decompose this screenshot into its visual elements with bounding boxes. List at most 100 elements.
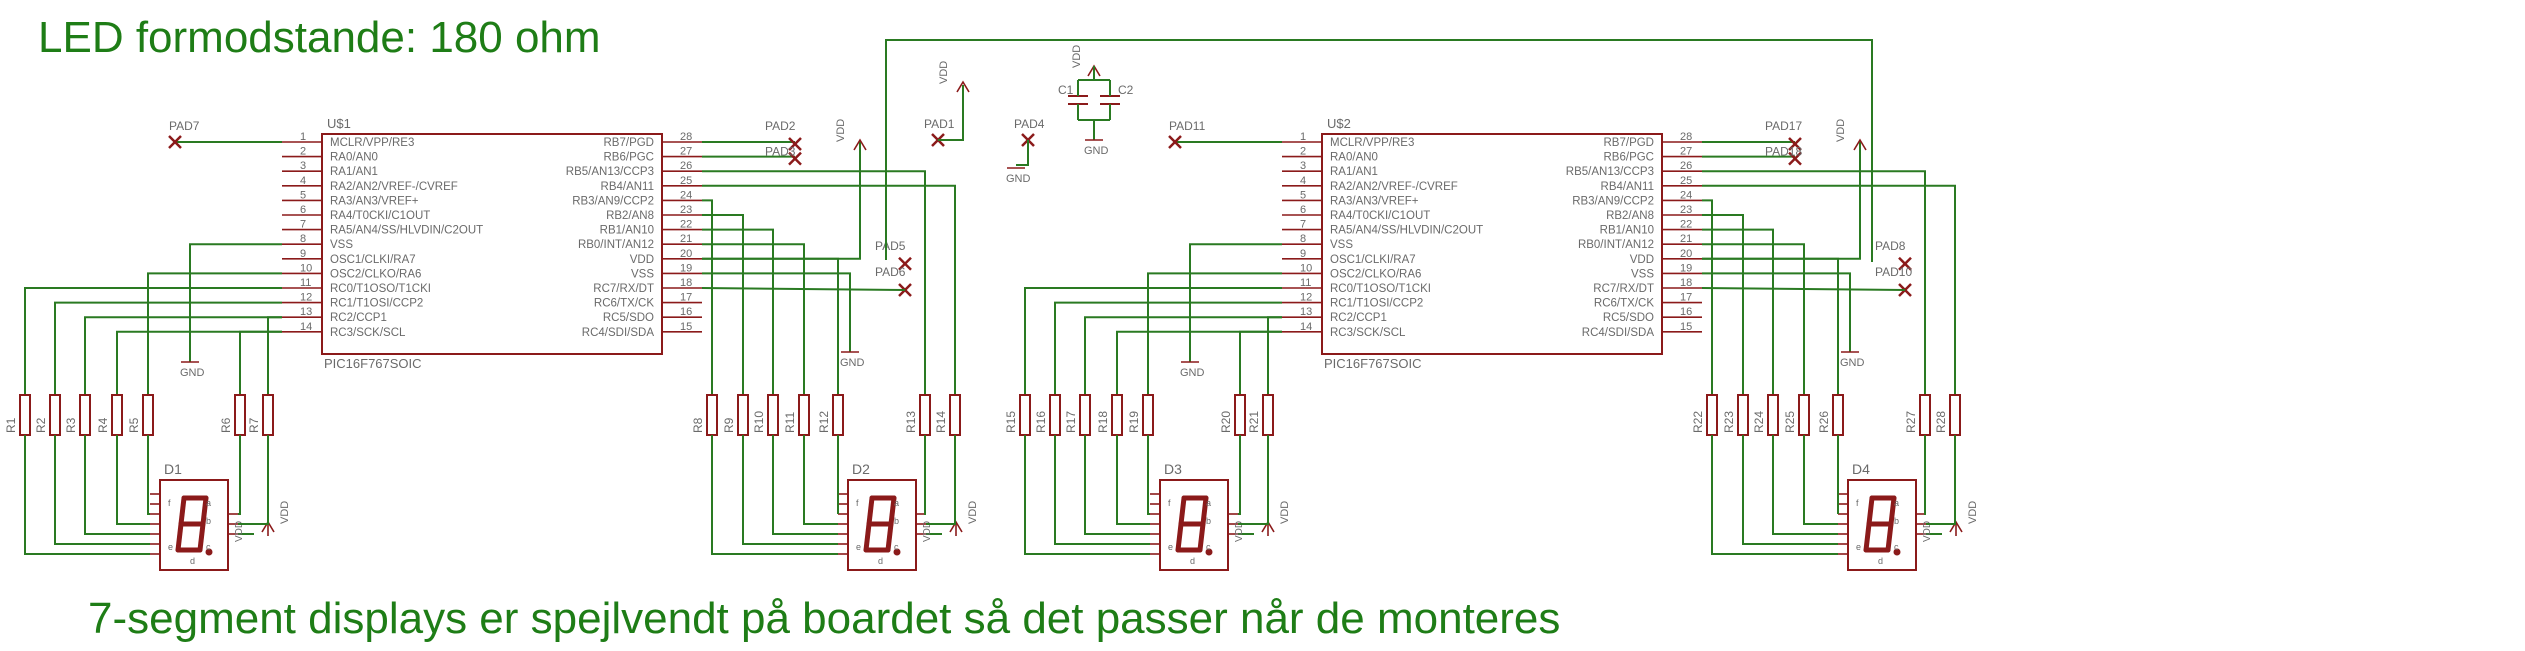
pad-vdd-b: PAD10 (1875, 265, 1912, 279)
pad-vdd-a: PAD8 (1875, 239, 1906, 253)
resistor-body (1111, 394, 1123, 436)
mcu-pin-number: 12 (1300, 292, 1312, 304)
wire (702, 199, 713, 395)
wire (803, 435, 838, 525)
wire (1016, 140, 1029, 166)
display-label: D3 (1164, 461, 1182, 477)
pad-rb7: PAD2 (765, 119, 796, 133)
wire (1267, 316, 1282, 395)
pad-rb6: PAD3 (765, 145, 796, 159)
wire (1238, 435, 1241, 515)
display-body (1159, 479, 1229, 571)
mcu-pin-name: RC6/TX/CK (594, 298, 654, 310)
mcu-pin-name: VDD (1630, 254, 1654, 266)
wire (1702, 184, 1956, 395)
mcu-pin-number: 25 (1680, 175, 1692, 187)
resistor-body (262, 394, 274, 436)
mcu-pin-number: 28 (1680, 131, 1692, 143)
mcu-pin-number: 4 (1300, 175, 1306, 187)
pin-name: a (1206, 498, 1211, 508)
pin-name: f (1168, 498, 1171, 508)
segment-dp (1205, 548, 1213, 556)
mcu-pin-name: RA2/AN2/VREF-/CVREF (330, 181, 458, 193)
wire (1702, 272, 1851, 352)
vdd-label: VDD (1922, 521, 1933, 542)
mcu-pin-name: RC0/T1OSO/T1CKI (330, 283, 431, 295)
pad-rb6: PAD18 (1765, 145, 1802, 159)
resistor-label: R12 (817, 411, 831, 433)
wire (924, 435, 926, 515)
resistor-body (19, 394, 31, 436)
mcu-pin-number: 26 (680, 160, 692, 172)
resistor-label: R6 (219, 417, 233, 433)
mcu-pin-name: RB7/PGD (604, 137, 655, 149)
mcu-pin-name: RB2/AN8 (606, 210, 654, 222)
mcu-pin-name: RB1/AN10 (600, 225, 654, 237)
wire (1238, 435, 1269, 525)
mcu-pin-name: RB1/AN10 (1600, 225, 1654, 237)
pin-name: a (1894, 498, 1899, 508)
pin-name: b (206, 516, 211, 526)
segment-e (863, 521, 872, 553)
mcu-pin-number: 13 (1300, 306, 1312, 318)
mcu-pin-number: 17 (1680, 292, 1692, 304)
resistor-label: R16 (1034, 411, 1048, 433)
mcu-pin-number: 17 (680, 292, 692, 304)
mcu-pin-number: 11 (300, 277, 311, 289)
mcu-pin-number: 9 (300, 248, 306, 260)
mcu-pin-name: RA2/AN2/VREF-/CVREF (1330, 181, 1458, 193)
segment-dp (205, 548, 213, 556)
resistor-body (706, 394, 718, 436)
mcu-pin-name: OSC2/CLKO/RA6 (330, 268, 421, 280)
resistor-body (1832, 394, 1844, 436)
vdd-label: VDD (967, 501, 979, 524)
segment-dp (893, 548, 901, 556)
mcu-pin-number: 25 (680, 175, 692, 187)
resistor-body (1262, 394, 1274, 436)
gnd-label: GND (1084, 145, 1109, 157)
mcu-pin-number: 14 (1300, 321, 1312, 333)
vdd-label: VDD (1279, 501, 1291, 524)
mcu-pin-number: 22 (680, 219, 692, 231)
mcu-pin-number: 18 (680, 277, 692, 289)
segment-f (1866, 495, 1875, 527)
mcu-pin-number: 5 (1300, 189, 1306, 201)
resistor-label: R24 (1752, 411, 1766, 433)
mcu-pin-number: 8 (300, 233, 306, 245)
wire (926, 435, 956, 525)
vdd-label: VDD (279, 501, 291, 524)
segment-f (1178, 495, 1187, 527)
vdd-label: VDD (1071, 45, 1083, 68)
wire (1024, 287, 1282, 395)
wire (702, 243, 805, 395)
mcu-pin-number: 15 (1680, 321, 1692, 333)
wire (1116, 330, 1282, 395)
resistor-label: R28 (1934, 411, 1948, 433)
mcu-pin-name: RB5/AN13/CCP3 (1566, 166, 1654, 178)
pin-name: e (1856, 542, 1861, 552)
wire (54, 435, 150, 545)
pad1: PAD1 (924, 117, 955, 131)
mcu-pin-name: RC5/SDO (1603, 312, 1654, 324)
mcu-pin-number: 28 (680, 131, 692, 143)
capacitor-label: C2 (1118, 83, 1134, 97)
mcu-pin-number: 4 (300, 175, 306, 187)
resistor-label: R21 (1247, 411, 1261, 433)
wire (1924, 435, 1926, 515)
segment-e (175, 521, 184, 553)
mcu-pin-number: 21 (1680, 233, 1692, 245)
mcu-pin-number: 6 (1300, 204, 1306, 216)
pad-rb7-mark (788, 137, 802, 151)
mcu-ref: U$2 (1327, 116, 1351, 131)
pin-name: f (1856, 498, 1859, 508)
pad-rb6-mark (1788, 151, 1802, 166)
mcu-pin-name: VSS (1631, 268, 1654, 280)
resistor-label: R18 (1096, 411, 1110, 433)
wire (742, 435, 838, 545)
mcu-pin-name: RB6/PGC (604, 152, 655, 164)
gnd-label: GND (1840, 357, 1865, 369)
mcu-pin-number: 16 (1680, 306, 1692, 318)
pin-name: a (894, 498, 899, 508)
mcu-pin-name: RA5/AN4/SS/HLVDIN/C2OUT (1330, 225, 1483, 237)
display-label: D2 (852, 461, 870, 477)
